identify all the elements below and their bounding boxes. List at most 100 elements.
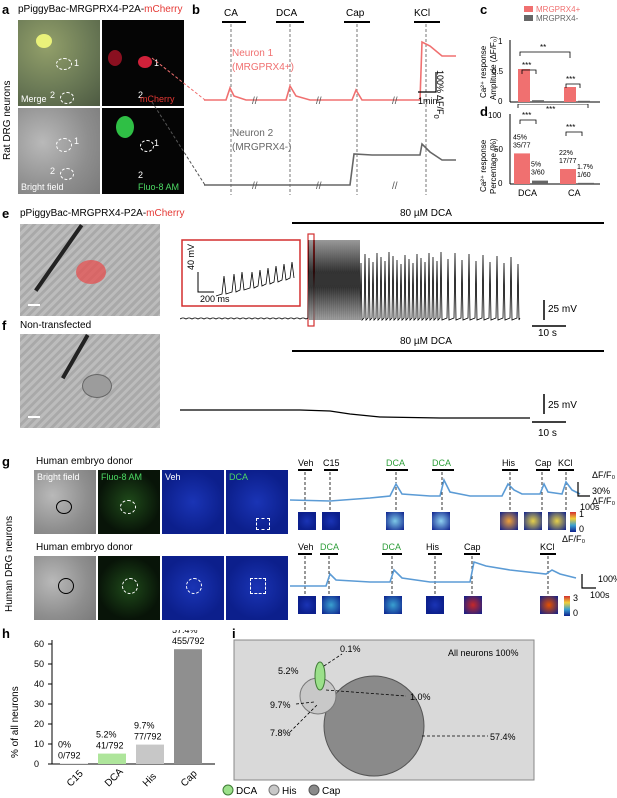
- d-ylabel: Ca²⁺ response: [479, 139, 488, 192]
- g-donor2: Human embryo donor: [36, 542, 133, 553]
- i-legend-dca-swatch: [222, 784, 234, 796]
- g2-dca: [226, 556, 288, 620]
- i-label: 9.7%: [270, 700, 291, 710]
- panel-i-venn: All neurons 100% 5.2% 0.1% 9.7% 1.0% 7.8…: [222, 639, 535, 797]
- e-trace: [180, 233, 566, 327]
- neuron1-label: Neuron 1: [232, 48, 274, 59]
- panel-a-letter: a: [2, 2, 10, 17]
- e-inset-x: 200 ms: [200, 294, 230, 304]
- i-label: 0.1%: [340, 644, 361, 654]
- d-bar-label: 45%: [513, 134, 527, 141]
- h-xlabel: C15: [65, 768, 86, 789]
- c-bar: [518, 69, 530, 102]
- panel-g-side-label: Human DRG neurons: [4, 515, 15, 612]
- d-bar-label: 22%: [559, 150, 573, 157]
- i-legend-his: His: [282, 786, 296, 797]
- e-drug-bar: [292, 222, 604, 224]
- d-xlabel: CA: [568, 188, 581, 198]
- c-legend-pos: MRGPRX4+: [536, 5, 581, 14]
- h-ytick-label: 50: [34, 659, 44, 669]
- e-drug-label: 80 µM DCA: [400, 208, 452, 219]
- g2-stim: DCA: [382, 542, 401, 552]
- h-ytick-label: 30: [34, 699, 44, 709]
- h-bar-label: 0%: [58, 740, 71, 750]
- g1-thumb: [432, 512, 450, 530]
- c-bars: [518, 69, 590, 102]
- h-bars: [60, 649, 202, 764]
- g2-thumb: [384, 596, 402, 614]
- d-sig: ***: [546, 105, 555, 114]
- g1-colorbar: [570, 512, 576, 532]
- neuron1-sublabel: (MRGPRX4+): [232, 62, 294, 73]
- g1-trace-area: Veh C15 DCA DCA His Cap KCl: [290, 458, 590, 510]
- connector-lines: [151, 57, 206, 186]
- h-bar: [136, 744, 164, 764]
- d-sig-bracket: [519, 119, 537, 124]
- g1-cbar-tick: 0: [579, 524, 585, 534]
- g1-stim: Veh: [298, 458, 314, 468]
- panel-b-letter: b: [192, 2, 200, 17]
- stim-label-cap: Cap: [346, 8, 365, 19]
- g1-thumb: [500, 512, 518, 530]
- e-scale-t-label: 10 s: [538, 328, 557, 339]
- h-bar: [98, 753, 126, 764]
- g2-colorbar: [564, 596, 570, 616]
- g1-stim: Cap: [535, 458, 552, 468]
- g2-trace-area: Veh DCA DCA His Cap KCl: [290, 542, 596, 594]
- e-inset-box: [181, 239, 301, 307]
- d-bar: [560, 169, 576, 184]
- i-legend-cap: Cap: [322, 786, 341, 797]
- g2-stim: His: [426, 542, 439, 552]
- g2-cbar-tick: 0: [573, 608, 579, 618]
- i-label: 1.0%: [410, 692, 431, 702]
- g2-scale-y: 100%: [598, 574, 617, 584]
- h-bar-label: 0/792: [58, 751, 81, 761]
- h-ytick-label: 60: [34, 639, 44, 649]
- panel-d-letter: d: [480, 104, 488, 119]
- g1-thumb: [386, 512, 404, 530]
- g1-scale-title: ΔF/F₀: [592, 470, 616, 480]
- scale-b-x: 1min: [418, 96, 438, 106]
- g2-thumb: [540, 596, 558, 614]
- c-bar: [532, 100, 544, 102]
- h-bar-label: 5.2%: [96, 730, 117, 740]
- d-bar: [514, 153, 530, 184]
- panel-h-letter: h: [2, 626, 10, 641]
- g2-thumb: [322, 596, 340, 614]
- g1-fluo8: Fluo-8 AM: [98, 470, 160, 534]
- i-leader-lines: [289, 653, 488, 737]
- stim-label-ca: CA: [224, 8, 238, 19]
- c-sig: ***: [522, 61, 531, 70]
- neuron2-sublabel: (MRGPRX4-): [232, 142, 292, 153]
- d-ytick: 50: [494, 145, 503, 154]
- scale-bar-b: [418, 72, 437, 93]
- break-mark: //: [316, 181, 322, 192]
- break-mark: //: [316, 96, 322, 107]
- h-bar-label: 77/792: [134, 732, 162, 742]
- f-main-trace: [180, 409, 530, 419]
- i-legend-his-swatch: [268, 784, 280, 796]
- panel-c-chart: Ca²⁺ response Amplitude (ΔF/F₀) MRGPRX4+…: [479, 5, 600, 106]
- h-xlabel: His: [141, 771, 159, 789]
- panel-i-letter: i: [232, 626, 236, 641]
- h-ylabel: % of all neurons: [10, 686, 21, 758]
- bright-field-image: 1 2 Bright field: [18, 108, 100, 194]
- g2-stim: Veh: [298, 542, 314, 552]
- d-bars: [514, 153, 594, 184]
- d-bar: [532, 180, 548, 184]
- break-mark: //: [252, 181, 258, 192]
- i-all-label: All neurons 100%: [448, 648, 519, 658]
- e-inset-trace: [215, 261, 295, 297]
- d-ytick: 0: [498, 179, 503, 188]
- c-sig-bracket: [565, 83, 581, 88]
- d-sig-bracket: [517, 104, 589, 108]
- i-label: 7.8%: [270, 728, 291, 738]
- break-mark: //: [392, 96, 398, 107]
- panel-a-side-label: Rat DRG neurons: [2, 80, 13, 160]
- g1-scale-x: 100s: [580, 502, 600, 512]
- h-ytick-label: 40: [34, 679, 44, 689]
- panel-c-letter: c: [480, 2, 488, 17]
- h-ytick-label: 20: [34, 719, 44, 729]
